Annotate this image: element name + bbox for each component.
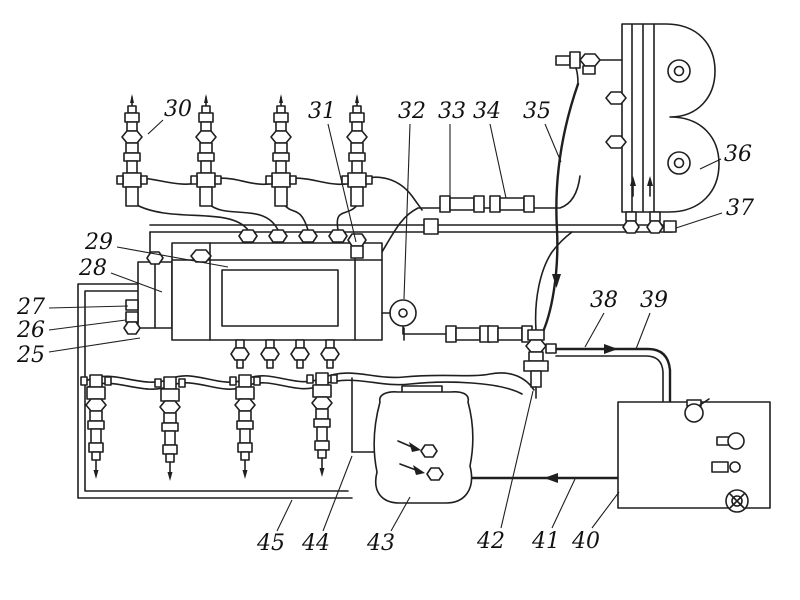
leader-line-44	[322, 455, 353, 532]
part-label-34: 34	[473, 99, 501, 124]
sediment-bowl	[373, 385, 474, 504]
part-label-45: 45	[256, 531, 285, 556]
part-label-33: 33	[438, 99, 466, 124]
leader-line-42	[500, 390, 534, 529]
filter-hex-2	[605, 135, 627, 149]
fuel-tank	[617, 398, 771, 513]
part-label-38: 38	[590, 288, 618, 313]
part-label-26: 26	[16, 318, 45, 343]
coupling-33	[439, 195, 485, 213]
part-label-37: 37	[726, 196, 754, 221]
flow-arrow-right	[604, 344, 618, 354]
fuel-filter	[555, 23, 720, 234]
leader-line-31	[327, 123, 357, 243]
leader-line-29	[116, 246, 229, 268]
leader-line-37	[675, 212, 723, 229]
leader-line-32	[403, 123, 411, 300]
leader-line-27	[48, 305, 129, 309]
part-label-42: 42	[476, 529, 505, 554]
part-label-27: 27	[16, 295, 45, 320]
leader-line-38	[584, 312, 605, 348]
fitting-26	[125, 311, 139, 323]
part-label-36: 36	[724, 142, 752, 167]
part-label-44: 44	[301, 531, 330, 556]
filter-body	[621, 23, 720, 213]
part-label-40: 40	[571, 529, 600, 554]
filter-outlets-37	[622, 211, 677, 234]
leader-line-34	[489, 123, 507, 199]
part-label-25: 25	[16, 343, 45, 368]
leader-line-26	[48, 319, 127, 331]
part-label-35: 35	[523, 99, 551, 124]
part-label-28: 28	[78, 256, 107, 281]
leader-line-30	[147, 119, 164, 135]
part-label-30: 30	[164, 97, 192, 122]
pipework	[77, 82, 673, 499]
coupling-lower-1	[445, 325, 491, 343]
pump-inspection-plate	[221, 269, 339, 327]
leader-line-43	[390, 496, 411, 532]
pump-bottom-fittings	[230, 339, 340, 369]
part-label-29: 29	[84, 230, 113, 255]
leader-line-45	[276, 499, 293, 532]
filter-inlet	[555, 51, 623, 85]
filter-hex-1	[605, 91, 627, 105]
leader-line-39	[635, 312, 651, 350]
tank-gauge	[727, 432, 745, 450]
part-label-41: 41	[531, 529, 560, 554]
valve-42	[523, 329, 557, 399]
part-label-32: 32	[398, 99, 426, 124]
part-label-39: 39	[640, 288, 668, 313]
pump-bolt-29	[190, 249, 212, 263]
coupling-34	[489, 195, 535, 213]
leader-line-40	[591, 491, 620, 529]
coupling-lower-2	[487, 325, 533, 343]
rail-union	[423, 218, 439, 235]
tank-filler	[684, 403, 704, 423]
leader-line-36	[699, 158, 722, 170]
injection-pump	[123, 229, 417, 369]
part-label-43: 43	[366, 531, 395, 556]
leader-line-35	[544, 123, 562, 163]
part-label-31: 31	[308, 99, 336, 124]
fitting-31	[347, 233, 367, 247]
leader-line-41	[551, 478, 576, 529]
fitting-25	[123, 321, 141, 335]
flow-arrow-left	[544, 473, 558, 483]
flow-arrow-down	[552, 274, 561, 288]
leader-line-28	[110, 272, 163, 293]
leader-line-25	[48, 337, 141, 353]
fitting-27	[125, 299, 139, 311]
bottom-injectors	[80, 372, 338, 482]
